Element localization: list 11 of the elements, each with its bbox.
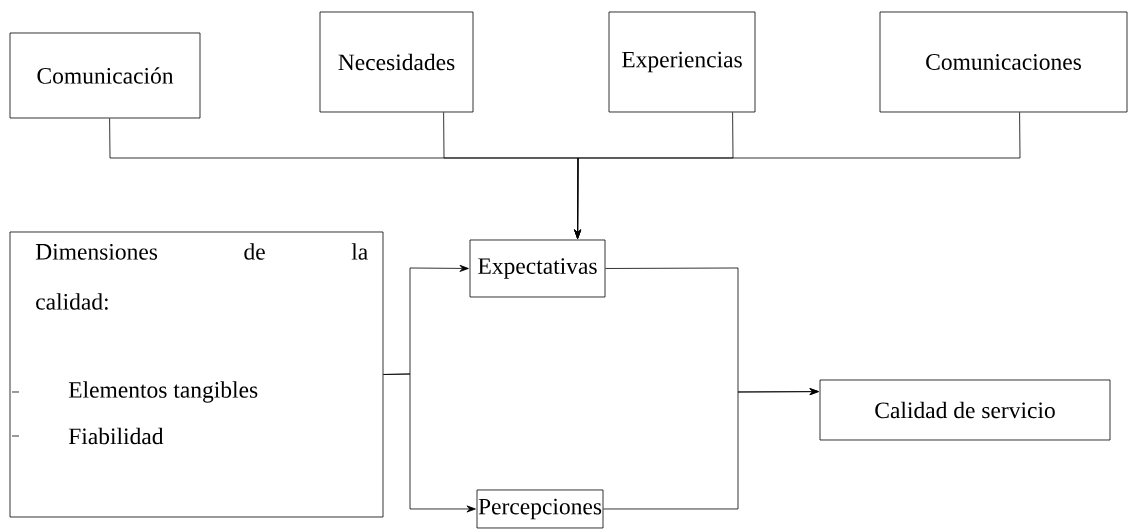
connector-arrow [574,112,1021,239]
connector-arrow [383,373,476,513]
text-box: Comunicaciones [879,11,1128,113]
text-box: Percepciones [476,489,604,529]
connector-arrow [603,388,819,510]
text-box: Necesidades [319,11,474,113]
text-box: Comunicación [9,32,201,119]
text-box: Experiencias [608,11,756,113]
text-box: Expectativas [469,239,606,298]
text-box: Calidad de servicio [819,379,1111,441]
text-box: Dimensiones de la calidad: Elementos tangibles Fiabilidad [9,231,384,518]
